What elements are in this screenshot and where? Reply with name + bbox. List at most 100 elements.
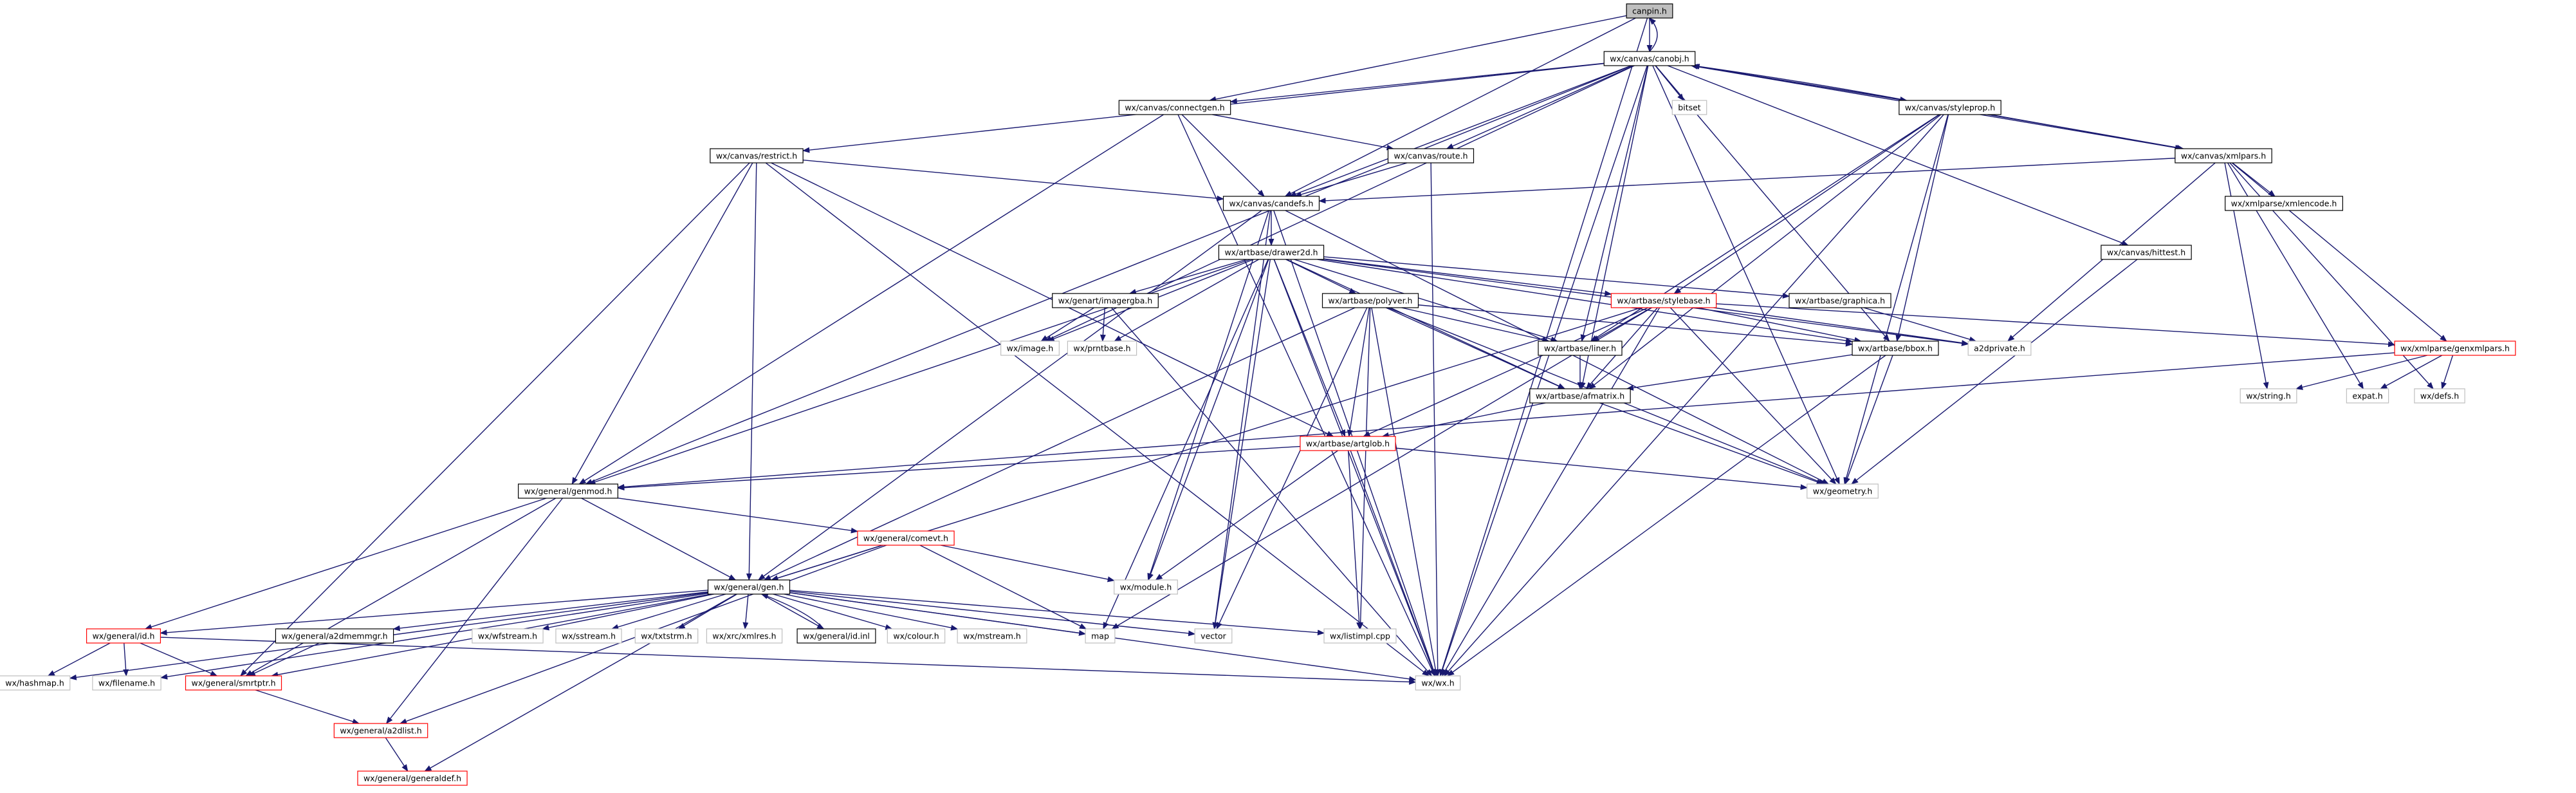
edge-bbox-to-afmatrix [1626,354,1853,391]
node-box-bbox [1852,341,1939,356]
node-id[interactable]: wx/general/id.h [86,628,161,644]
node-label-drawer2d: wx/artbase/drawer2d.h [1224,248,1318,257]
node-genxmlpars[interactable]: wx/xmlparse/genxmlpars.h [2394,341,2516,356]
edge-connectgen-to-route [1212,114,1394,151]
node-label-xmlpars: wx/canvas/xmlpars.h [2181,151,2266,161]
node-label-graphica: wx/artbase/graphica.h [1795,296,1885,306]
node-module: wx/module.h [1114,579,1178,595]
node-box-comevt [857,530,955,546]
node-box-genmod [518,483,618,499]
node-box-a2dlist [333,723,428,738]
edge-stylebase-to-bbox [1698,307,1862,343]
edge-drawer2d-to-graphica [1323,256,1790,299]
edge-polyver-to-listimpl [1357,307,1371,630]
node-label-polyver: wx/artbase/polyver.h [1329,296,1413,306]
edge-canobj-to-hittest [1667,65,2129,246]
node-image: wx/image.h [1000,341,1060,356]
node-idinl[interactable]: wx/general/id.inl [796,628,876,644]
node-a2dmemmgr[interactable]: wx/general/a2dmemmgr.h [275,628,394,644]
node-box-id [86,628,161,644]
node-sstream: wx/sstream.h [555,628,622,644]
node-xmlres: wx/xrc/xmlres.h [706,628,783,644]
edge-drawer2d-to-bbox [1317,259,1854,344]
node-graphica[interactable]: wx/artbase/graphica.h [1789,293,1891,308]
node-connectgen[interactable]: wx/canvas/connectgen.h [1118,100,1231,115]
edge-artglob-to-genmod [617,445,1300,491]
node-box-sstream [555,628,622,644]
node-bbox[interactable]: wx/artbase/bbox.h [1852,341,1939,356]
node-restrict[interactable]: wx/canvas/restrict.h [710,148,804,163]
edge-gen-to-id [160,590,708,636]
node-label-sstream: wx/sstream.h [562,631,616,641]
edge-restrict-to-candefs [803,159,1224,201]
edge-polyver-to-wxh [1371,307,1439,677]
edge-genxmlpars-to-defs [2441,355,2454,390]
edge-route-to-candefs [1294,162,1408,198]
node-label-mstream: wx/mstream.h [963,631,1021,641]
node-box-image [1000,341,1060,356]
edge-xmlpars-to-expat [2227,162,2364,389]
node-artglob[interactable]: wx/artbase/artglob.h [1300,436,1396,451]
node-label-idinl: wx/general/id.inl [803,631,870,641]
edge-xmlpars-to-candefs [1318,158,2175,204]
edge-candefs-to-vector [1212,210,1271,630]
node-drawer2d[interactable]: wx/artbase/drawer2d.h [1218,245,1325,260]
edge-a2dlist-to-generaldef [385,737,409,772]
node-box-a2dmemmgr [275,628,394,644]
edge-canobj-to-canpin [1649,17,1658,52]
node-route[interactable]: wx/canvas/route.h [1387,148,1475,163]
edge-drawer2d-to-wxh [1273,259,1436,677]
edge-comevt-to-module [940,545,1115,583]
node-box-xmlres [706,628,783,644]
node-xmlpars[interactable]: wx/canvas/xmlpars.h [2175,148,2272,163]
node-polyver[interactable]: wx/artbase/polyver.h [1321,293,1419,308]
edge-gen-to-a2dmemmgr [392,591,708,631]
edge-gen-to-vector [789,590,1196,637]
node-styleprop[interactable]: wx/canvas/styleprop.h [1899,100,2001,115]
node-box-graphica [1789,293,1891,308]
node-box-bitset [1671,100,1707,115]
node-imagergba[interactable]: wx/genart/imagergba.h [1052,293,1159,308]
edge-canobj-to-route [1446,65,1634,149]
node-xmlencode[interactable]: wx/xmlparse/xmlencode.h [2225,196,2343,211]
node-box-wxh [1415,675,1461,691]
node-afmatrix[interactable]: wx/artbase/afmatrix.h [1529,388,1631,404]
edge-id-to-smrtptr [140,642,218,676]
node-a2dlist[interactable]: wx/general/a2dlist.h [333,723,428,738]
node-box-map [1085,628,1116,644]
edge-polyver-to-liner [1401,307,1550,343]
node-box-expat [2346,388,2389,404]
node-box-gen [707,579,791,595]
edge-restrict-to-gen [746,162,757,581]
edge-imagergba-to-prntbase [1099,307,1106,342]
node-liner[interactable]: wx/artbase/liner.h [1538,341,1623,356]
node-label-candefs: wx/canvas/candefs.h [1229,199,1314,209]
edge-genmod-to-id [144,498,547,630]
node-label-colour: wx/colour.h [893,631,939,641]
node-stylebase[interactable]: wx/artbase/stylebase.h [1610,293,1717,308]
node-gen[interactable]: wx/general/gen.h [707,579,791,595]
node-label-smrtptr: wx/general/smrtptr.h [191,678,275,688]
edge-genxmlpars-to-expat [2380,355,2443,389]
node-candefs[interactable]: wx/canvas/candefs.h [1222,196,1320,211]
node-box-a2dprivate [1967,341,2032,356]
node-comevt[interactable]: wx/general/comevt.h [857,530,955,546]
node-genmod[interactable]: wx/general/genmod.h [518,483,618,499]
node-label-xmlencode: wx/xmlparse/xmlencode.h [2231,199,2337,209]
node-label-image: wx/image.h [1007,344,1054,353]
edge-canobj-to-liner [1580,65,1649,342]
node-box-drawer2d [1218,245,1325,260]
edge-xmlpars-to-genxmlpars [2231,162,2447,342]
node-generaldef[interactable]: wx/general/generaldef.h [357,770,468,786]
edge-gen-to-generaldef [424,593,737,772]
edge-gen-to-listimpl [789,590,1325,636]
node-label-generaldef: wx/general/generaldef.h [363,774,461,783]
node-canobj[interactable]: wx/canvas/canobj.h [1603,51,1696,66]
node-label-canpin: canpin.h [1632,6,1667,16]
node-label-map: map [1091,631,1109,641]
node-smrtptr[interactable]: wx/general/smrtptr.h [185,675,282,691]
edge-comevt-to-gen [771,545,883,581]
node-box-defs [2414,388,2465,404]
node-hittest[interactable]: wx/canvas/hittest.h [2101,245,2192,260]
dependency-edges [47,15,2454,772]
